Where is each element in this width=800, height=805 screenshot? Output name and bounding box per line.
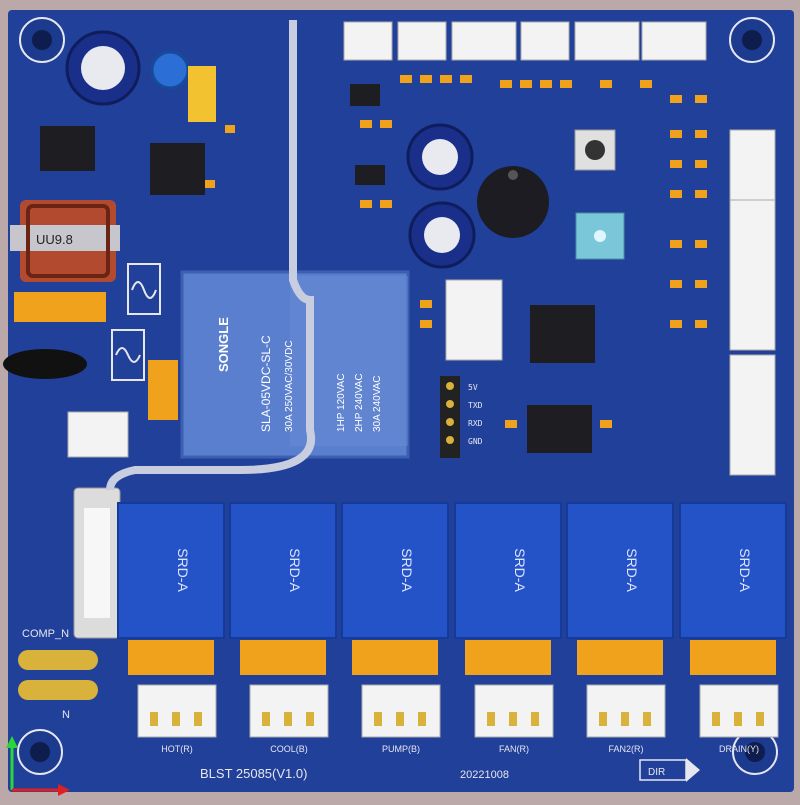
jumper-2 — [18, 680, 98, 700]
yellow-capacitor — [188, 66, 216, 122]
small-relay: SRD-A — [679, 502, 787, 675]
left-connector — [67, 411, 129, 458]
output-connector: COOL(B) — [249, 684, 329, 754]
comp-n-label: COMP_N — [22, 628, 69, 640]
buzzer-hole — [508, 170, 518, 180]
arrow-label: DIR — [648, 767, 665, 778]
connector-label: PUMP(B) — [382, 744, 420, 754]
relay-label: SRD-A — [399, 548, 415, 592]
relay-rating-1: 30A 250VAC/30VDC — [284, 340, 295, 432]
ir-sensor-dome — [594, 230, 606, 242]
electrolytic-cap-1 — [65, 30, 141, 106]
direction-arrow — [639, 758, 700, 782]
output-connector: DRAIN(Y) — [699, 684, 779, 754]
small-relay: SRD-A — [229, 502, 337, 675]
oscillator — [111, 263, 161, 381]
trace — [106, 20, 316, 491]
connector-label: COOL(B) — [270, 744, 308, 754]
relay-label: SRD-A — [175, 548, 191, 592]
mounting-holes — [17, 17, 778, 775]
bottom-connectors: HOT(R) COOL(B) PUMP(B) FAN(R) FAN2(R) DRAIN(Y… — [137, 684, 779, 754]
top-connectors — [343, 21, 707, 61]
relay-label: SRD-A — [624, 548, 640, 592]
inductor-label: UU9.8 — [36, 232, 73, 247]
header-5v: 5V — [468, 383, 478, 392]
connector-label: FAN2(R) — [608, 744, 643, 754]
electrolytic-cap-2 — [406, 123, 474, 191]
thermistor — [3, 349, 87, 379]
tact-switch-button — [585, 140, 605, 160]
pin-header — [440, 376, 460, 458]
small-relay: SRD-A — [566, 502, 674, 675]
output-connector: PUMP(B) — [361, 684, 441, 754]
connector-label: HOT(R) — [161, 744, 193, 754]
smd-parts — [205, 75, 707, 428]
mid-connector — [445, 279, 503, 361]
relay-brand: SONGLE — [216, 317, 231, 372]
output-connector: FAN(R) — [474, 684, 554, 754]
fuse — [73, 487, 121, 639]
electrolytic-cap-3 — [408, 201, 476, 269]
relay-rating-4: 30A 240VAC — [372, 375, 383, 432]
buzzer — [477, 166, 549, 238]
small-relay: SRD-A — [454, 502, 562, 675]
board-name: BLST 25085(V1.0) — [200, 766, 307, 781]
relay-rating-2: 1HP 120VAC — [336, 373, 347, 432]
board-date: 20221008 — [460, 769, 509, 781]
connector-label: FAN(R) — [499, 744, 529, 754]
small-relay: SRD-A — [117, 502, 225, 675]
small-relay: SRD-A — [341, 502, 449, 675]
axis-indicator — [6, 736, 70, 796]
relay-label: SRD-A — [737, 548, 753, 592]
header-gnd: GND — [468, 437, 483, 446]
relay-model: SLA-05VDC-SL-C — [259, 335, 273, 432]
right-connectors — [729, 129, 776, 476]
ic-chips — [40, 84, 595, 453]
n-label: N — [62, 709, 70, 721]
output-connector: HOT(R) — [137, 684, 217, 754]
orange-block-2 — [148, 360, 178, 420]
small-cap — [150, 50, 190, 90]
relay-label: SRD-A — [512, 548, 528, 592]
connector-label: DRAIN(Y) — [719, 744, 759, 754]
output-connector: FAN2(R) — [586, 684, 666, 754]
orange-block-1 — [14, 292, 106, 322]
inductor — [10, 200, 120, 282]
relay-label: SRD-A — [287, 548, 303, 592]
header-rxd: RXD — [468, 419, 483, 428]
header-txd: TXD — [468, 401, 483, 410]
jumper-1 — [18, 650, 98, 670]
relay-rating-3: 2HP 240VAC — [354, 373, 365, 432]
relay-group: SRD-A SRD-A SRD-A SRD-A SRD-A SRD-A — [117, 502, 787, 675]
